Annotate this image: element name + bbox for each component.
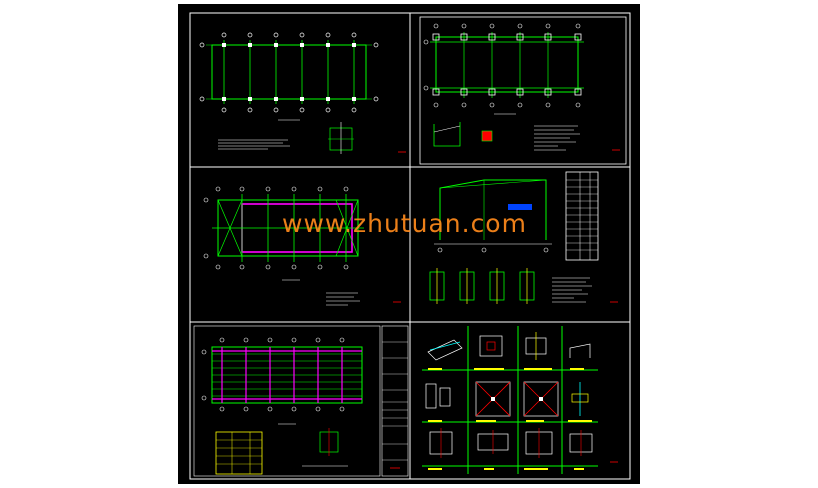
panel-node-details [422,326,618,474]
panel-purlin-layout [193,325,409,477]
panel-roof-bracing-plan [203,186,401,306]
panel-portal-frame [429,171,618,304]
cad-drawing-canvas [189,12,631,480]
watermark-text: www.zhutuan.com [282,209,527,238]
drawing-sheet: www.zhutuan.com [178,4,640,484]
panel-column-plan [419,16,627,165]
panel-foundation-plan [199,32,406,154]
